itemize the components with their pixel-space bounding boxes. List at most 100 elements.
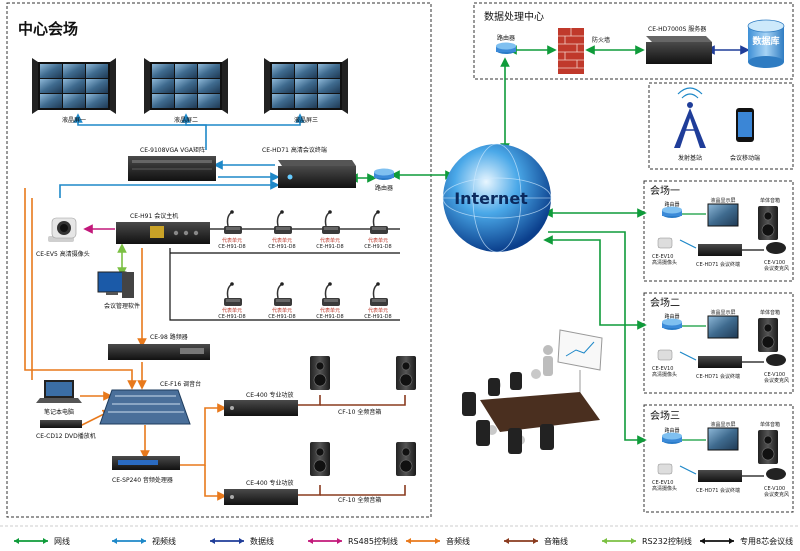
power-amp-2: CE-400 专业功放 [224,479,298,505]
vga-matrix: CE-9108VGA VGA矩阵 [128,146,216,181]
venue-2-router-label: 路由器 [664,313,679,320]
venue-3-devices: 路由器 液晶显示屏 单体音箱 CE-EV10 高清摄像头 CE-HD71 会议终… [652,421,789,498]
dvd-player: CE-CD12 DVD播放机 [36,420,96,440]
mic-model-2: CE-H91-D8 [268,244,295,250]
audio-splitter: CE-98 路频器 [108,333,210,360]
legend-label: 数据线 [250,536,274,546]
mic-model-3: CE-H91-D8 [316,244,343,250]
mobile-zone-box [648,82,794,170]
venue-3-terminal-label: CE-HD71 会议终端 [696,487,740,494]
screen-2: 液晶屏二 [144,58,228,124]
legend-label: 网线 [54,536,70,546]
mic-label-1: 代表单元 [222,237,242,244]
venue-3-mic-label2: 会议麦克风 [764,491,789,498]
speaker-group-2-label: CF-10 全频音箱 [338,496,381,504]
hd-camera-label: CE-EV5 高清摄像头 [36,250,90,258]
base-station: 发射基站 [674,87,706,162]
mic-label-3: 代表单元 [320,237,340,244]
legend-arrowhead [435,538,440,544]
legend-arrowhead [700,538,705,544]
delegate-mic-1 [273,209,293,235]
screen-1: 液晶屏一 [32,58,116,124]
mic-model-8: CE-H91-D8 [364,314,391,320]
venue-1-mic-label2: 会议麦克风 [764,265,789,272]
legend-arrowhead [533,538,538,544]
delegate-mic-7 [369,281,389,307]
legend-arrowhead [504,538,509,544]
database-label: 数据库 [752,35,779,47]
delegate-mic-2 [321,209,341,235]
venue2-zone-box [643,292,794,394]
vga-matrix-label: CE-9108VGA VGA矩阵 [140,146,205,154]
mic-label-6: 代表单元 [272,307,292,314]
venue-2-mic-label2: 会议麦克风 [764,377,789,384]
legend-arrowhead [112,538,117,544]
laptop-label: 笔记本电脑 [44,408,74,416]
venue-2-terminal-label: CE-HD71 会议终端 [696,373,740,380]
venue-2-screen-label: 液晶显示屏 [710,309,735,316]
venue3-title: 会场三 [650,409,680,422]
legend-item: 视频线 [112,536,176,546]
venue-2-mic-label: CE-V100 [764,372,785,378]
conference-host-label: CE-H91 会议主机 [130,212,178,220]
legend-arrowhead [239,538,244,544]
venue-2-camera-label: CE-EV10 [652,366,673,372]
power-amp-1-label: CE-400 专业功放 [246,391,294,399]
management-software: 会议管理软件 [97,271,140,310]
speaker-group-1: CF-10 全频音箱 [309,355,417,416]
audio-mixer-label: CE-F16 调音台 [160,380,201,388]
venue-1-speaker-label: 单体音箱 [760,197,780,204]
mobile-device: 会议移动端 [730,108,760,162]
legend-item: 音箱线 [504,536,568,546]
center-router: 路由器 [374,168,394,192]
venue1-zone-box [643,180,794,282]
screen-3-label: 液晶屏三 [294,116,318,124]
venue-3-camera-label2: 高清摄像头 [652,485,677,492]
mic-model-5: CE-H91-D8 [218,314,245,320]
internet-globe: Internet [442,143,552,253]
speaker-group-1-label: CF-10 全频音箱 [338,408,381,416]
mic-label-7: 代表单元 [320,307,340,314]
legend-item: 网线 [14,536,70,546]
venue1-title: 会场一 [650,184,680,197]
datacenter-zone-title: 数据处理中心 [484,10,544,23]
mic-label-5: 代表单元 [222,307,242,314]
legend-item: 数据线 [210,536,274,546]
venue-3-camera-label: CE-EV10 [652,480,673,486]
firewall: 防火墙 [558,28,610,74]
hd-terminal: CE-HD71 高清会议终端 [262,146,356,188]
meeting-illustration [462,329,603,454]
server: CE-HD7000S 服务器 [646,25,712,64]
legend-arrowhead [141,538,146,544]
legend-arrowhead [406,538,411,544]
legend-label: 音箱线 [544,536,568,546]
mic-model-4: CE-H91-D8 [364,244,391,250]
legend-item: RS485控制线 [308,536,398,546]
power-amp-2-label: CE-400 专业功放 [246,479,294,487]
mic-label-8: 代表单元 [368,307,388,314]
delegate-mic-6 [321,281,341,307]
server-label: CE-HD7000S 服务器 [648,25,706,33]
management-software-label: 会议管理软件 [104,302,140,310]
legend-arrowhead [43,538,48,544]
dc-router-label: 路由器 [497,34,515,42]
screen-1-label: 液晶屏一 [62,116,86,124]
legend-arrowhead [210,538,215,544]
legend-arrowhead [631,538,636,544]
venue-2-devices: 路由器 液晶显示屏 单体音箱 CE-EV10 高清摄像头 CE-HD71 会议终… [652,309,789,384]
mic-label-2: 代表单元 [272,237,292,244]
dvd-player-label: CE-CD12 DVD播放机 [36,432,96,440]
base-station-label: 发射基站 [678,154,702,162]
legend-item: 专用8芯会议线 [700,536,793,546]
center-zone-box [6,2,432,518]
venue-1-router-label: 路由器 [664,201,679,208]
screen-2-label: 液晶屏二 [174,116,198,124]
venue-1-devices: 路由器 液晶显示屏 单体音箱 CE-EV10 高清摄像头 CE-HD71 会议终… [652,197,789,272]
legend-arrowhead [14,538,19,544]
delegate-mic-3 [369,209,389,235]
legend-label: 音频线 [446,536,470,546]
database: 数据库 [747,19,785,68]
legend-arrowhead [308,538,313,544]
